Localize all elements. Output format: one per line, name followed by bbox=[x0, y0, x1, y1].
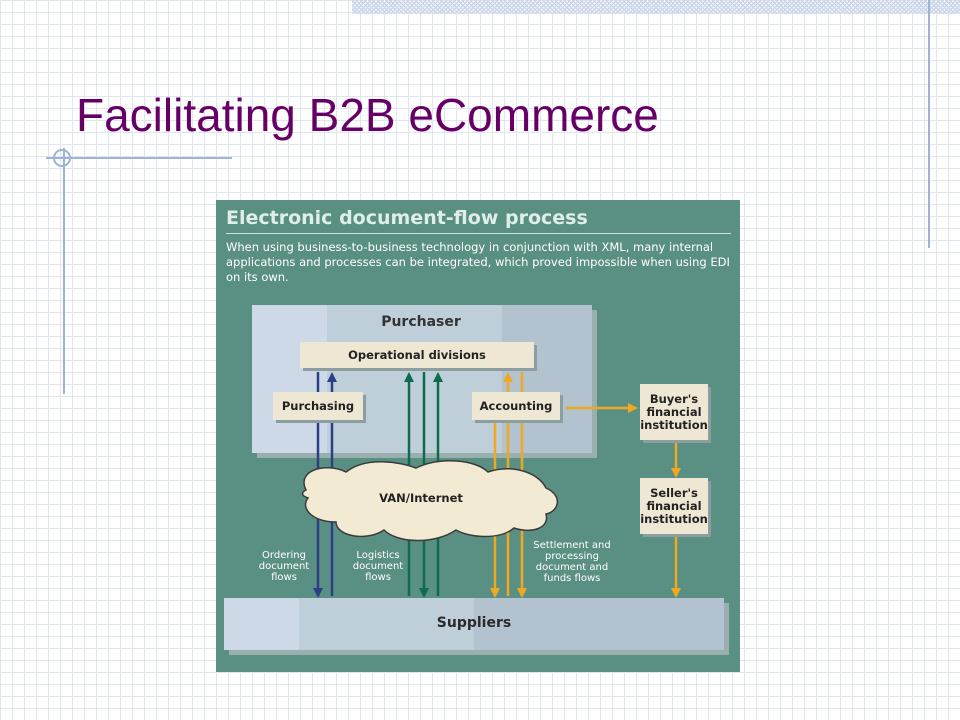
buyers-financial-institution-box: Buyer's financial institution bbox=[640, 384, 708, 440]
purchaser-panel bbox=[252, 305, 592, 453]
operational-divisions-box: Operational divisions bbox=[300, 342, 534, 368]
settlement-flows-label: Settlement and processing document and f… bbox=[533, 540, 611, 584]
sellers-financial-institution-box: Seller's financial institution bbox=[640, 478, 708, 534]
purchasing-box: Purchasing bbox=[273, 392, 363, 420]
right-decorative-line bbox=[928, 0, 930, 248]
figure-intro: When using business-to-business technolo… bbox=[226, 240, 730, 284]
top-decorative-band bbox=[352, 0, 960, 14]
suppliers-label: Suppliers bbox=[436, 615, 512, 631]
purchaser-label: Purchaser bbox=[381, 314, 461, 330]
network-label: VAN/Internet bbox=[379, 491, 463, 505]
ordering-flows-label: Ordering document flows bbox=[258, 550, 310, 583]
left-decorative-line bbox=[63, 148, 65, 394]
title-underline bbox=[46, 157, 232, 159]
network-cloud bbox=[301, 460, 558, 542]
logistics-flows-label: Logistics document flows bbox=[352, 550, 404, 583]
suppliers-panel bbox=[224, 598, 724, 650]
slide-title: Facilitating B2B eCommerce bbox=[76, 89, 659, 141]
figure-heading: Electronic document-flow process bbox=[226, 207, 731, 234]
decorative-ring-icon bbox=[53, 149, 71, 167]
document-flow-figure: Electronic document-flow process When us… bbox=[216, 200, 740, 672]
accounting-box: Accounting bbox=[472, 392, 560, 420]
